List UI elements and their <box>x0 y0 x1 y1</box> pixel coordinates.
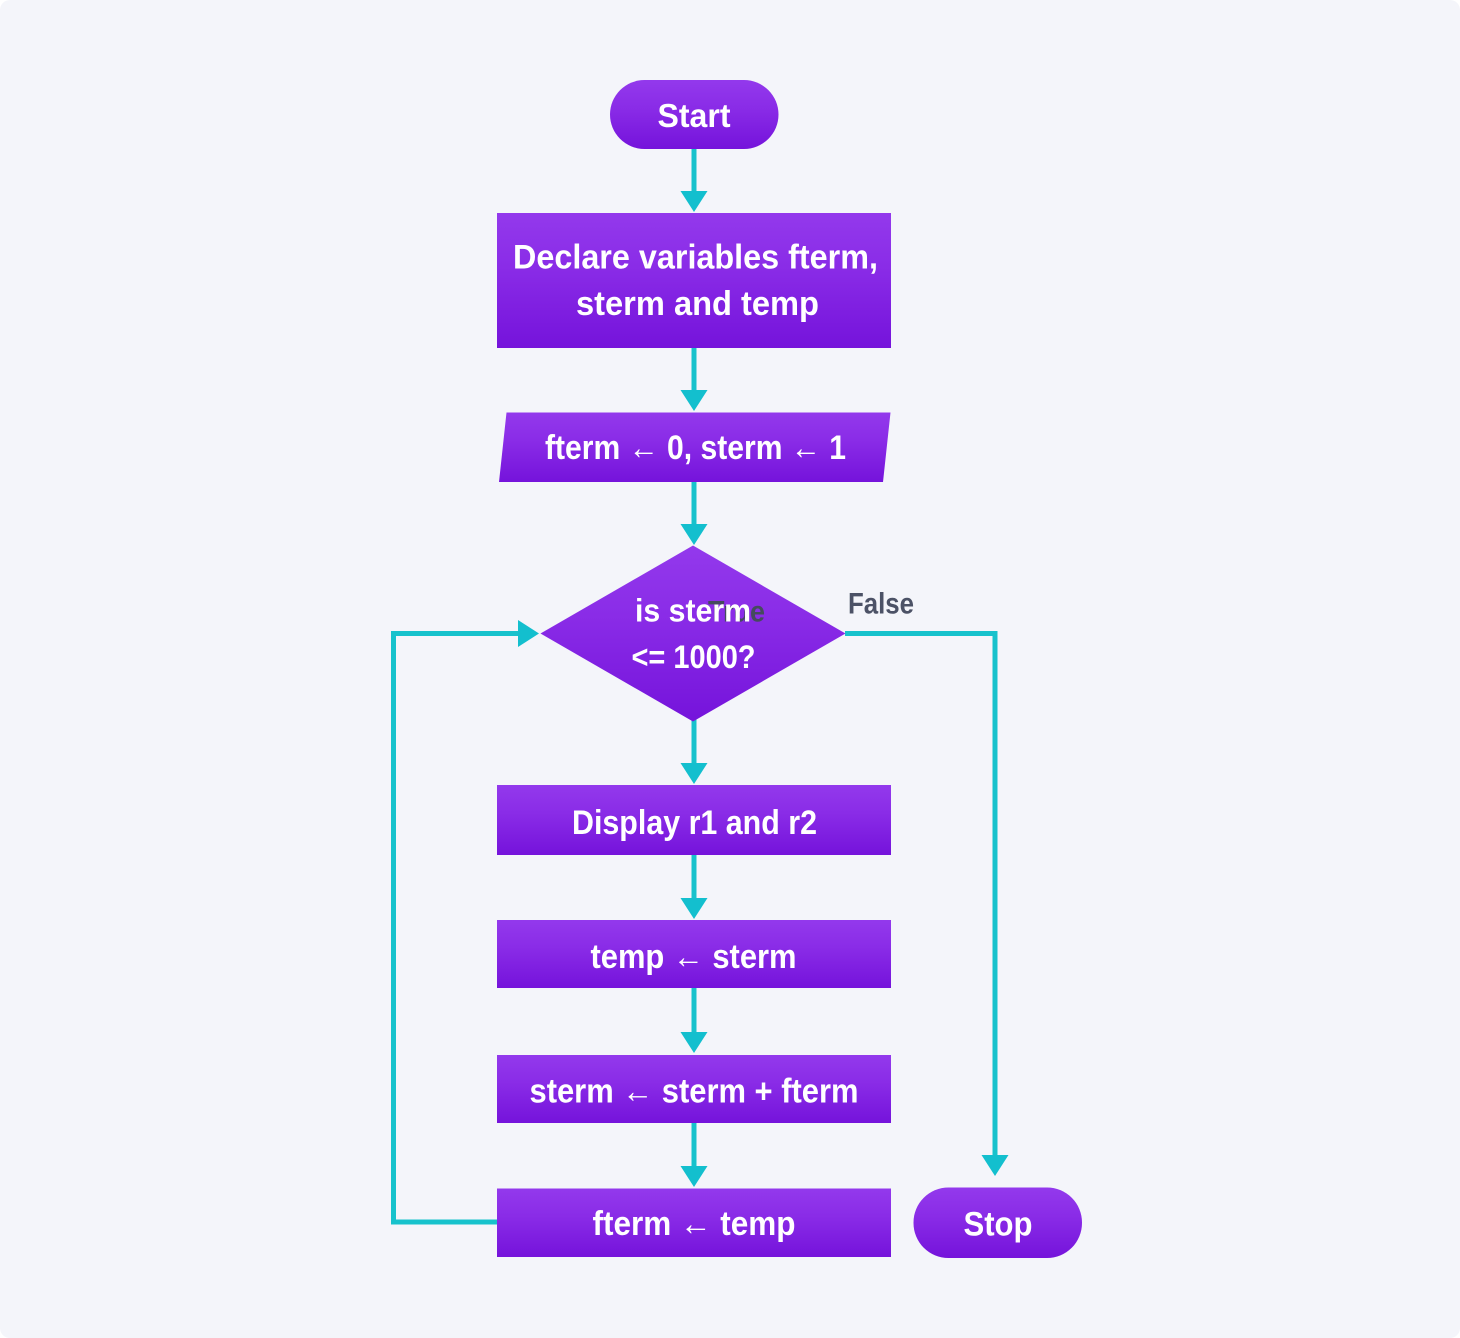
svg-text:sterm ← sterm + fterm: sterm ← sterm + fterm <box>530 1073 859 1111</box>
svg-text:temp ← sterm: temp ← sterm <box>591 938 797 976</box>
svg-text:fterm ← temp: fterm ← temp <box>593 1205 796 1243</box>
svg-text:Stop: Stop <box>964 1206 1033 1244</box>
svg-text:sterm and temp: sterm and temp <box>576 285 819 323</box>
svg-text:fterm ← 0, sterm ← 1: fterm ← 0, sterm ← 1 <box>545 429 846 467</box>
svg-text:Display r1 and r2: Display r1 and r2 <box>572 804 817 842</box>
svg-text:<= 1000?: <= 1000? <box>632 639 756 675</box>
svg-text:Start: Start <box>658 97 731 134</box>
svg-text:is sterm: is sterm <box>635 593 751 629</box>
svg-text:Declare variables fterm,: Declare variables fterm, <box>513 239 878 277</box>
svg-text:False: False <box>848 588 914 621</box>
svg-text:True: True <box>708 596 765 629</box>
